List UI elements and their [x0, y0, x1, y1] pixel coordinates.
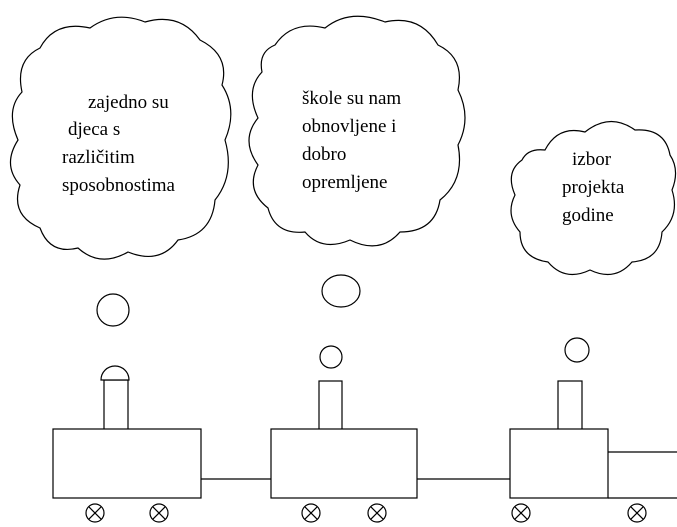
cloud-left-line-3: različitim: [62, 147, 135, 168]
wagon-1-wheel-right: [149, 503, 169, 523]
smoke-puff-left: [96, 293, 130, 327]
smoke-puff-right: [564, 337, 590, 363]
cloud-middle-line-3: dobro: [302, 144, 346, 165]
locomotive-body: [509, 428, 609, 499]
cloud-left-line-2: djeca s: [68, 119, 120, 140]
cloud-left-line-4: sposobnostima: [62, 175, 176, 196]
cloud-shape-middle: [248, 15, 466, 247]
wagon-1-chimney: [103, 379, 129, 431]
locomotive-wheel-left: [511, 503, 531, 523]
smoke-puff-middle-large: [321, 274, 361, 308]
thought-cloud-left: zajedno su djeca s različitim sposobnost…: [9, 16, 232, 260]
thought-cloud-right: izbor projekta godine: [510, 120, 677, 276]
cloud-shape-right: [510, 120, 677, 276]
thought-cloud-middle: škole su nam obnovljene i dobro opremlje…: [248, 15, 466, 247]
wagon-1: [52, 365, 202, 523]
cloud-right-line-3: godine: [562, 205, 614, 226]
cloud-right-line-1: izbor: [572, 149, 612, 170]
cloud-shape-left: [9, 16, 232, 260]
cloud-middle-line-1: škole su nam: [302, 88, 401, 109]
wagon-1-body: [52, 428, 202, 499]
wagon-2-wheel-right: [367, 503, 387, 523]
locomotive-chimney: [557, 380, 583, 431]
wagon-1-wheel-left: [85, 503, 105, 523]
locomotive-wheel-right: [627, 503, 647, 523]
wagon-2-chimney: [318, 380, 343, 431]
smoke-puff-middle-small: [319, 345, 343, 369]
cloud-middle-line-4: opremljene: [302, 172, 387, 193]
cloud-middle-line-2: obnovljene i: [302, 116, 396, 137]
wagon-2-wheel-left: [301, 503, 321, 523]
wagon-1-chimney-cap: [100, 365, 130, 381]
cloud-left-line-1: zajedno su: [88, 92, 169, 113]
wagon-2-body: [270, 428, 418, 499]
wagon-2: [270, 380, 418, 523]
locomotive: [509, 380, 677, 523]
cloud-right-line-2: projekta: [562, 177, 625, 198]
